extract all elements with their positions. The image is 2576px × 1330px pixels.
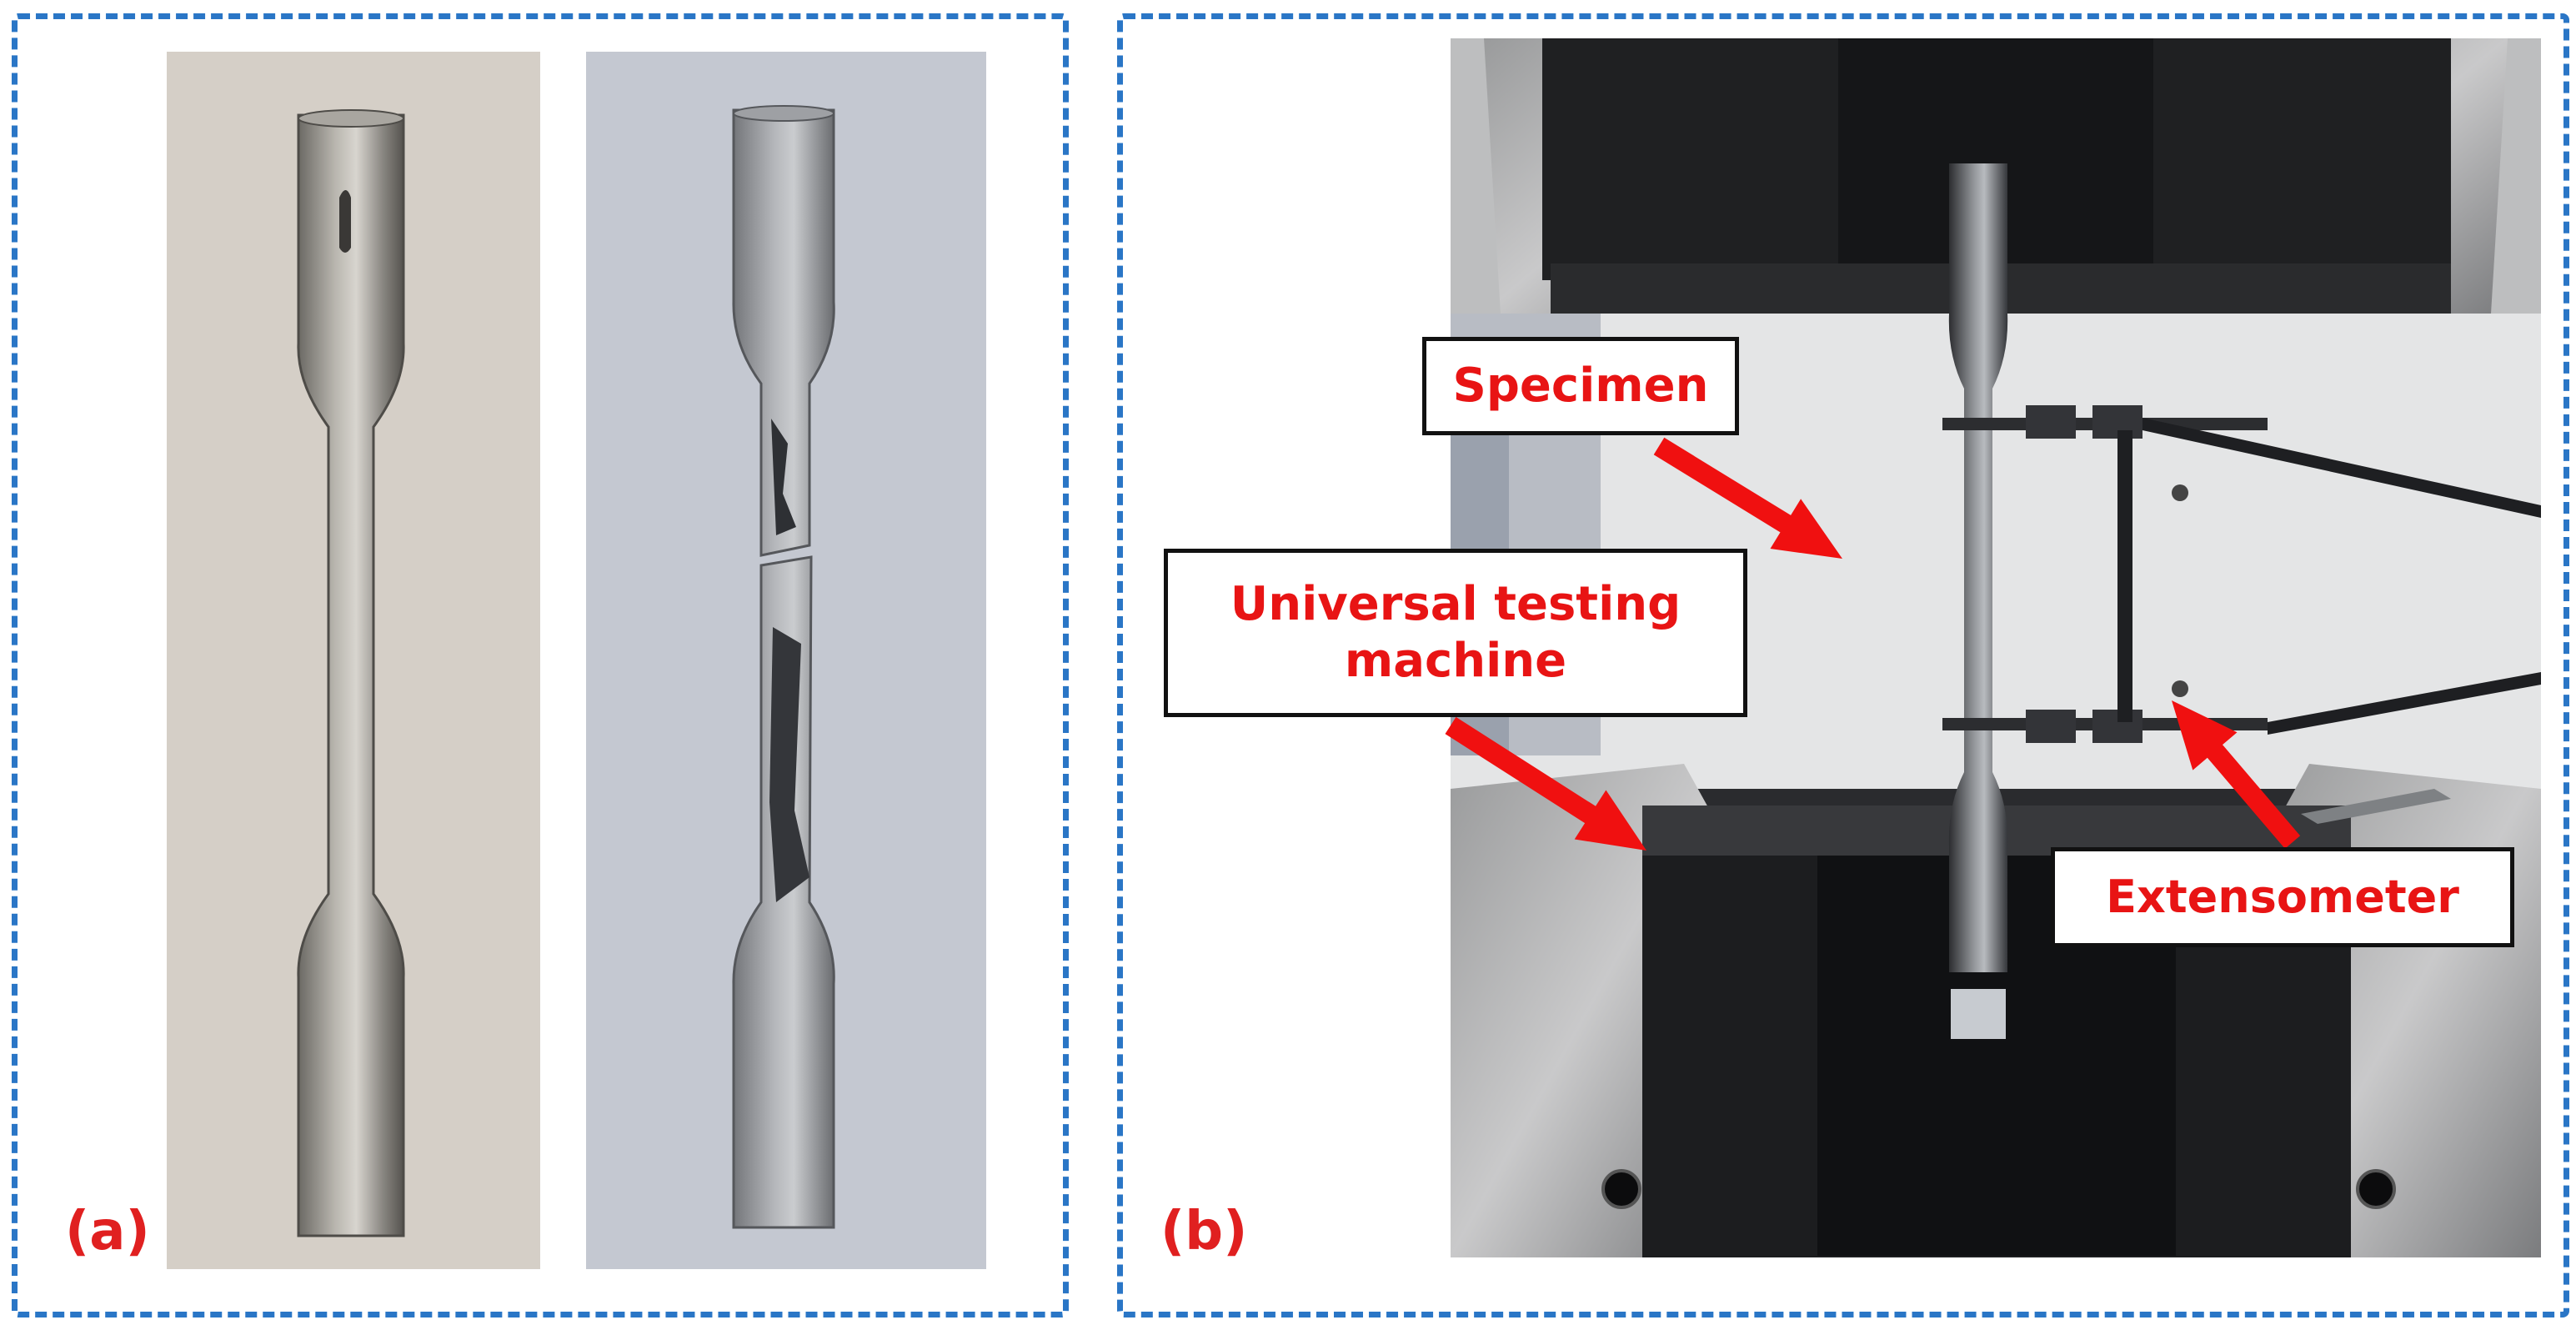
callout-specimen-text: Specimen <box>1452 358 1709 413</box>
callout-extensometer: Extensometer <box>2051 847 2514 947</box>
photo-fractured-specimen <box>586 52 986 1269</box>
callout-utm-line1: Universal testing <box>1230 576 1681 631</box>
callout-extensometer-text: Extensometer <box>2106 871 2459 924</box>
callout-specimen: Specimen <box>1422 337 1739 435</box>
callout-utm-line2: machine <box>1344 634 1567 688</box>
photo-untested-specimen <box>167 52 540 1269</box>
panel-label-b: (b) <box>1160 1201 1248 1262</box>
callout-universal-testing-machine: Universal testing machine <box>1164 549 1747 717</box>
panel-label-a: (a) <box>65 1201 150 1262</box>
